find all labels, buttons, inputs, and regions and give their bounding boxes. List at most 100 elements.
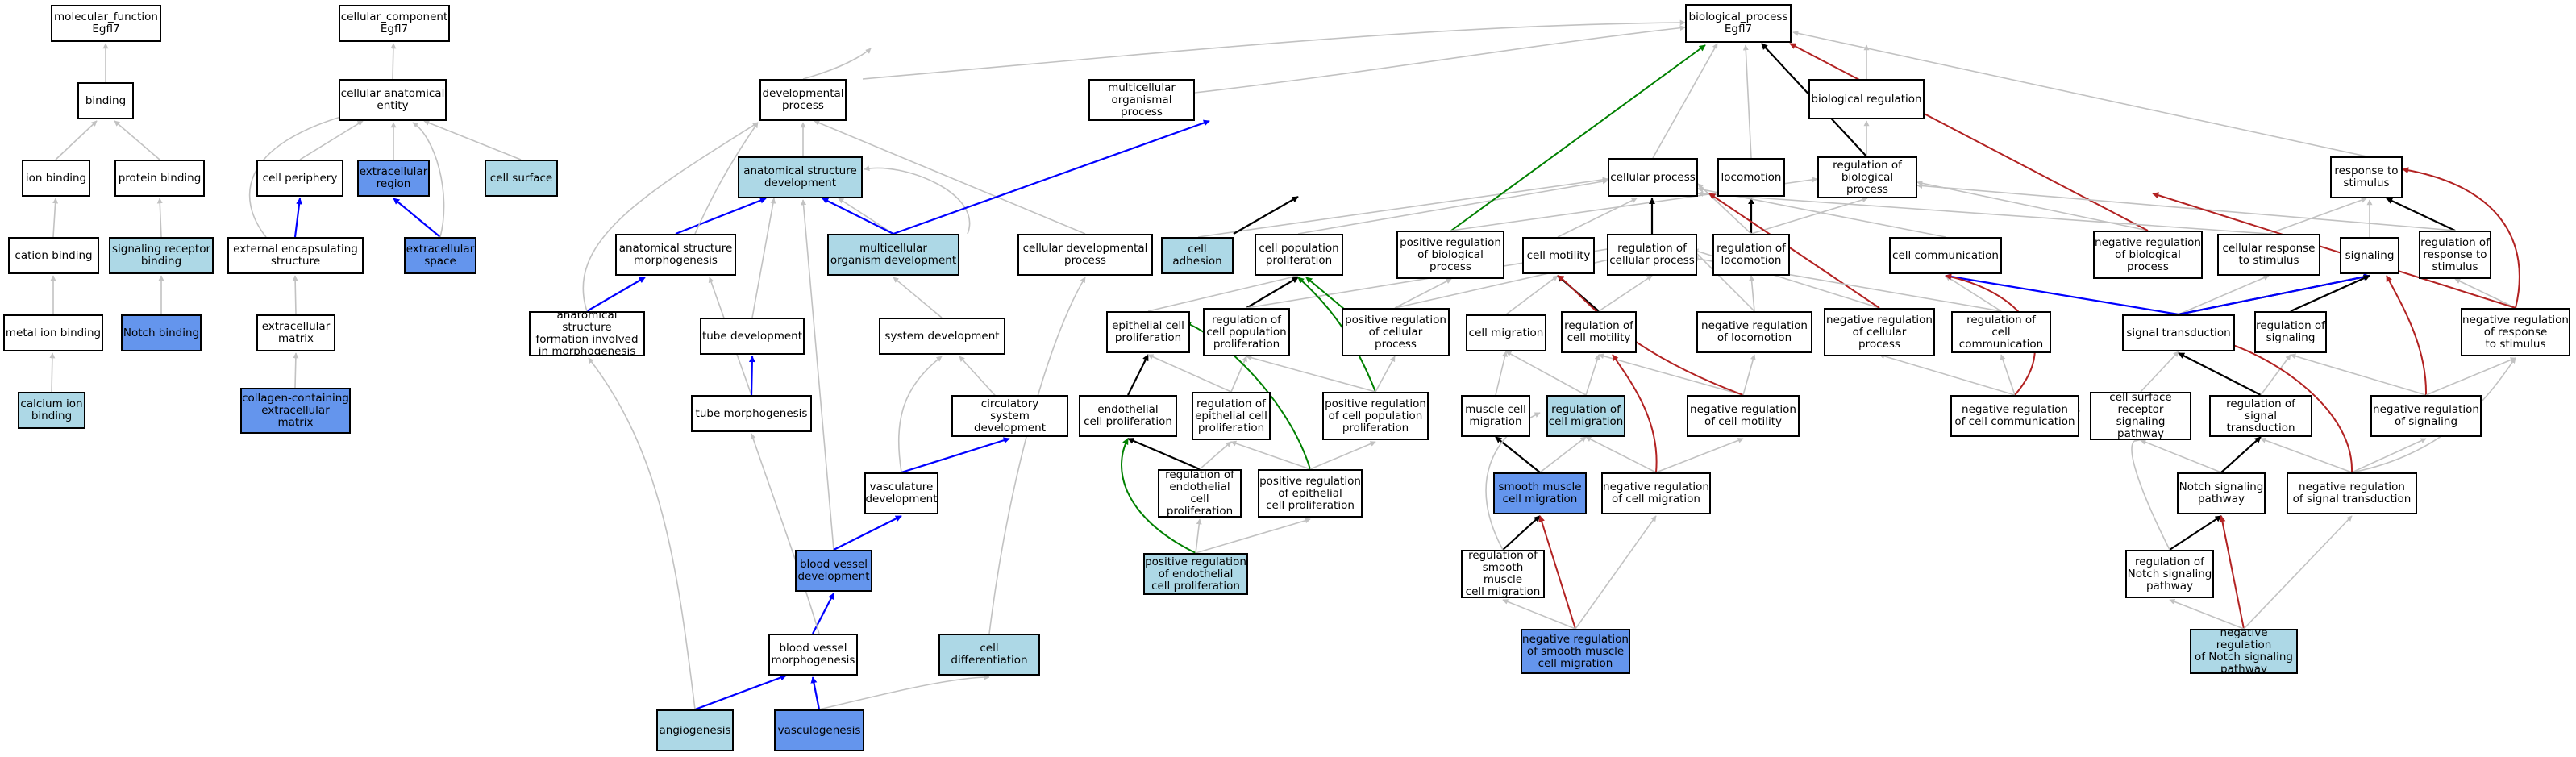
node-cell-differentiation[interactable]: cell differentiation	[938, 634, 1040, 676]
node-anatomical-structure-morphogenesis[interactable]: anatomical structure morphogenesis	[615, 234, 736, 276]
node-regulation-of-endothelial-cell-proliferation[interactable]: regulation of endothelial cell prolifera…	[1158, 469, 1242, 518]
edge-9	[299, 120, 364, 160]
node-cellular-developmental-process[interactable]: cellular developmental process	[1017, 234, 1153, 276]
node-negative-regulation-of-cell-communication[interactable]: negative regulation of cell communicatio…	[1950, 395, 2079, 437]
node-negative-regulation-of-biological-process[interactable]: negative regulation of biological proces…	[2093, 231, 2203, 279]
node-blood-vessel-development[interactable]: blood vessel development	[795, 550, 872, 592]
node-signal-transduction[interactable]: signal transduction	[2122, 314, 2235, 351]
node-protein-binding[interactable]: protein binding	[114, 160, 205, 197]
node-cell-motility[interactable]: cell motility	[1522, 237, 1595, 274]
node-biological-process-root[interactable]: biological_process Egfl7	[1685, 4, 1792, 43]
edge-103	[1495, 351, 1508, 396]
node-negative-regulation-of-notch-signaling-pathway[interactable]: negative regulation of Notch signaling p…	[2190, 629, 2298, 674]
node-regulation-of-locomotion[interactable]: regulation of locomotion	[1712, 234, 1790, 276]
node-developmental-process[interactable]: developmental process	[759, 79, 847, 121]
node-multicellular-organism-development[interactable]: multicellular organism development	[827, 234, 959, 276]
node-anatomical-structure-formation-involved-in-morphogenesis[interactable]: anatomical structure formation involved …	[529, 311, 645, 356]
node-molecular-function-root[interactable]: molecular_function Egfl7	[51, 5, 161, 42]
node-locomotion[interactable]: locomotion	[1717, 158, 1785, 197]
node-response-to-stimulus[interactable]: response to stimulus	[2330, 156, 2403, 198]
edge-118	[1127, 437, 1201, 471]
node-cellular-response-to-stimulus[interactable]: cellular response to stimulus	[2217, 234, 2320, 276]
node-negative-regulation-of-locomotion[interactable]: negative regulation of locomotion	[1696, 311, 1812, 353]
node-regulation-of-cellular-process[interactable]: regulation of cellular process	[1607, 234, 1697, 276]
node-cell-migration[interactable]: cell migration	[1466, 314, 1546, 351]
edge-109	[2000, 354, 2016, 396]
node-positive-regulation-of-endothelial-cell-proliferation[interactable]: positive regulation of endothelial cell …	[1143, 553, 1248, 595]
node-regulation-of-signaling[interactable]: regulation of signaling	[2254, 311, 2327, 353]
node-regulation-of-cell-population-proliferation[interactable]: regulation of cell population proliferat…	[1203, 308, 1290, 356]
node-negative-regulation-of-response-to-stimulus[interactable]: negative regulation of response to stimu…	[2461, 308, 2570, 356]
edge-56	[1233, 196, 1299, 235]
node-cation-binding[interactable]: cation binding	[8, 237, 99, 274]
node-regulation-of-biological-process[interactable]: regulation of biological process	[1817, 156, 1917, 198]
node-cellular-anatomical-entity[interactable]: cellular anatomical entity	[339, 79, 447, 121]
node-binding[interactable]: binding	[77, 82, 134, 119]
node-regulation-of-cell-migration[interactable]: regulation of cell migration	[1546, 395, 1625, 437]
node-epithelial-cell-proliferation[interactable]: epithelial cell proliferation	[1106, 311, 1190, 353]
node-regulation-of-response-to-stimulus[interactable]: regulation of response to stimulus	[2419, 231, 2491, 279]
node-angiogenesis[interactable]: angiogenesis	[656, 709, 734, 751]
node-cell-adhesion[interactable]: cell adhesion	[1161, 237, 1234, 274]
node-multicellular-organismal-process[interactable]: multicellular organismal process	[1088, 79, 1195, 121]
node-system-development[interactable]: system development	[879, 318, 1005, 355]
node-negative-regulation-of-signaling[interactable]: negative regulation of signaling	[2370, 395, 2482, 437]
node-metal-ion-binding[interactable]: metal ion binding	[3, 314, 103, 351]
node-tube-development[interactable]: tube development	[700, 318, 805, 355]
node-cell-communication[interactable]: cell communication	[1889, 237, 2002, 274]
node-endothelial-cell-proliferation[interactable]: endothelial cell proliferation	[1079, 395, 1177, 437]
node-regulation-of-cell-communication[interactable]: regulation of cell communication	[1951, 311, 2051, 353]
node-cell-surface[interactable]: cell surface	[485, 160, 558, 197]
node-tube-morphogenesis[interactable]: tube morphogenesis	[691, 395, 812, 432]
node-positive-regulation-of-cellular-process[interactable]: positive regulation of cellular process	[1342, 308, 1450, 356]
node-regulation-of-cell-motility[interactable]: regulation of cell motility	[1561, 311, 1637, 353]
node-calcium-ion-binding[interactable]: calcium ion binding	[18, 392, 85, 429]
node-ion-binding[interactable]: ion binding	[22, 160, 90, 197]
edge-116	[2386, 275, 2428, 396]
edge-114	[2260, 354, 2291, 396]
node-cellular-component-root[interactable]: cellular_component Egfl7	[339, 5, 450, 42]
node-cell-population-proliferation[interactable]: cell population proliferation	[1255, 234, 1343, 276]
edge-82	[1749, 275, 1755, 312]
node-extracellular-region[interactable]: extracellular region	[357, 160, 430, 197]
node-regulation-of-notch-signaling-pathway[interactable]: regulation of Notch signaling pathway	[2125, 550, 2214, 598]
node-notch-binding[interactable]: Notch binding	[121, 314, 202, 351]
node-positive-regulation-of-biological-process[interactable]: positive regulation of biological proces…	[1396, 231, 1504, 279]
node-collagen-containing-extracellular-matrix[interactable]: collagen-containing extracellular matrix	[240, 388, 351, 434]
node-negative-regulation-of-signal-transduction[interactable]: negative regulation of signal transducti…	[2287, 472, 2417, 514]
node-regulation-of-epithelial-cell-proliferation[interactable]: regulation of epithelial cell proliferat…	[1192, 392, 1271, 440]
node-negative-regulation-of-cell-motility[interactable]: negative regulation of cell motility	[1687, 395, 1800, 437]
node-negative-regulation-of-smooth-muscle-cell-migration[interactable]: negative regulation of smooth muscle cel…	[1521, 629, 1630, 674]
node-smooth-muscle-cell-migration[interactable]: smooth muscle cell migration	[1493, 472, 1587, 514]
node-muscle-cell-migration[interactable]: muscle cell migration	[1461, 395, 1530, 437]
node-vasculogenesis[interactable]: vasculogenesis	[774, 709, 864, 751]
node-positive-regulation-of-cell-population-proliferation[interactable]: positive regulation of cell population p…	[1322, 392, 1429, 440]
node-signaling[interactable]: signaling	[2340, 237, 2399, 274]
node-cell-periphery[interactable]: cell periphery	[256, 160, 343, 197]
edge-124	[1539, 436, 1587, 473]
node-external-encapsulating-structure[interactable]: external encapsulating structure	[227, 237, 364, 274]
edge-141	[1502, 599, 1576, 630]
node-notch-signaling-pathway[interactable]: Notch signaling pathway	[2177, 472, 2266, 514]
node-negative-regulation-of-cell-migration[interactable]: negative regulation of cell migration	[1601, 472, 1711, 514]
edge-117	[2425, 357, 2516, 396]
node-regulation-of-signal-transduction[interactable]: regulation of signal transduction	[2209, 395, 2312, 437]
edge-14	[293, 198, 303, 238]
node-biological-regulation[interactable]: biological regulation	[1808, 79, 1925, 119]
edge-71	[2386, 198, 2456, 231]
node-regulation-of-smooth-muscle-cell-migration[interactable]: regulation of smooth muscle cell migrati…	[1461, 550, 1545, 598]
node-blood-vessel-morphogenesis[interactable]: blood vessel morphogenesis	[768, 634, 858, 676]
edge-97	[1127, 354, 1149, 396]
node-cell-surface-receptor-signaling-pathway[interactable]: cell surface receptor signaling pathway	[2090, 392, 2191, 440]
node-vasculature-development[interactable]: vasculature development	[864, 472, 938, 514]
node-signaling-receptor-binding[interactable]: signaling receptor binding	[109, 237, 214, 274]
node-anatomical-structure-development[interactable]: anatomical structure development	[738, 156, 863, 198]
node-negative-regulation-of-cellular-process[interactable]: negative regulation of cellular process	[1824, 308, 1935, 356]
node-cellular-process[interactable]: cellular process	[1608, 158, 1698, 197]
edge-41	[818, 674, 990, 710]
node-positive-regulation-of-epithelial-cell-proliferation[interactable]: positive regulation of epithelial cell p…	[1258, 469, 1363, 518]
node-extracellular-matrix[interactable]: extracellular matrix	[256, 314, 335, 351]
node-circulatory-system-development[interactable]: circulatory system development	[951, 395, 1068, 437]
edge-27	[751, 198, 776, 318]
node-extracellular-space[interactable]: extracellular space	[404, 237, 476, 274]
